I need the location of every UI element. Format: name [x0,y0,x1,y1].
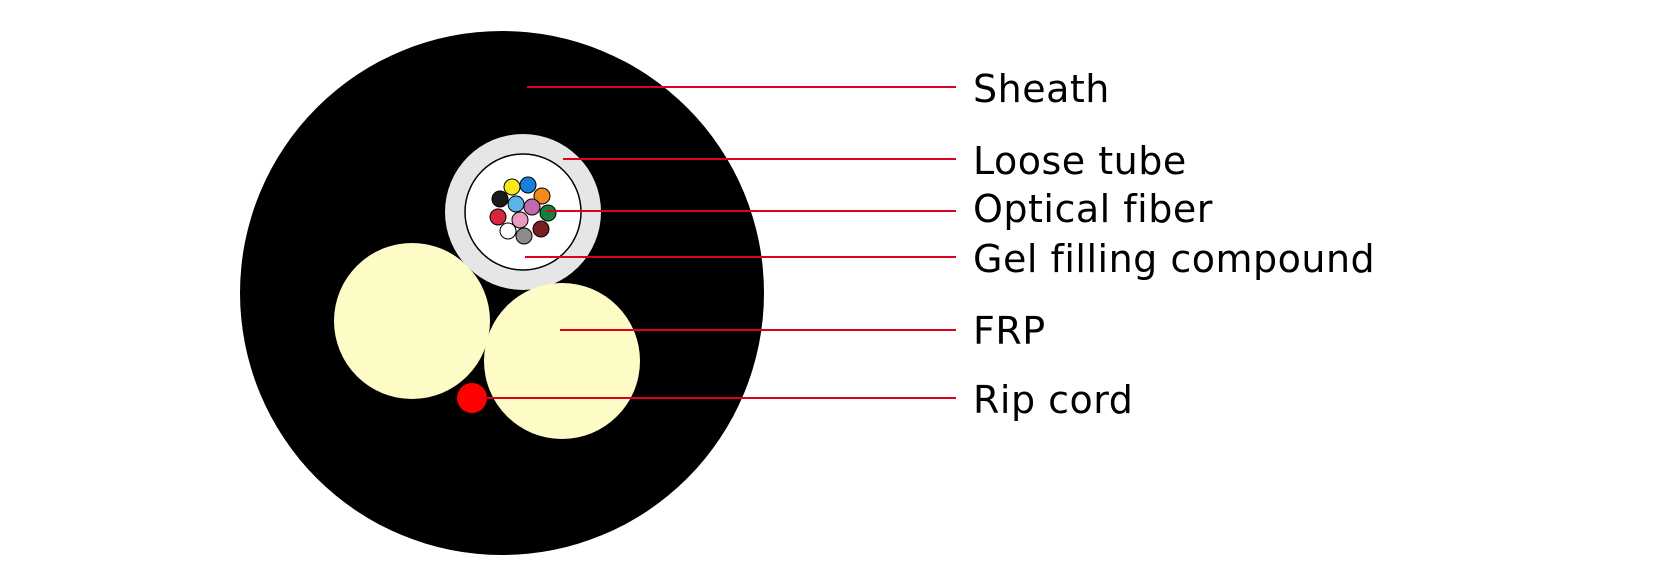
optical-fiber-2 [503,178,521,196]
label-frp: FRP [973,309,1046,353]
label-rip-cord: Rip cord [973,378,1134,422]
optical-fiber-1 [491,190,509,208]
sheath-circle [240,31,764,555]
optical-fiber-3 [519,176,537,194]
optical-fiber-4 [533,187,551,205]
label-optical-fiber: Optical fiber [973,187,1213,231]
frp-rod-right [484,283,640,439]
optical-fiber-11 [499,222,517,240]
optical-fiber-5 [507,195,525,213]
optical-fiber-9 [511,211,529,229]
optical-fiber-6 [523,198,541,216]
optical-fiber-10 [532,220,550,238]
optical-fiber-8 [489,208,507,226]
optical-fiber-group [489,176,557,245]
rip-cord-circle [457,383,487,413]
optical-fiber-12 [515,227,533,245]
label-sheath: Sheath [973,67,1110,111]
label-loose-tube: Loose tube [973,139,1187,183]
label-gel-filling-compound: Gel filling compound [973,237,1376,281]
frp-rod-left [334,243,490,399]
optical-fiber-7 [539,204,557,222]
